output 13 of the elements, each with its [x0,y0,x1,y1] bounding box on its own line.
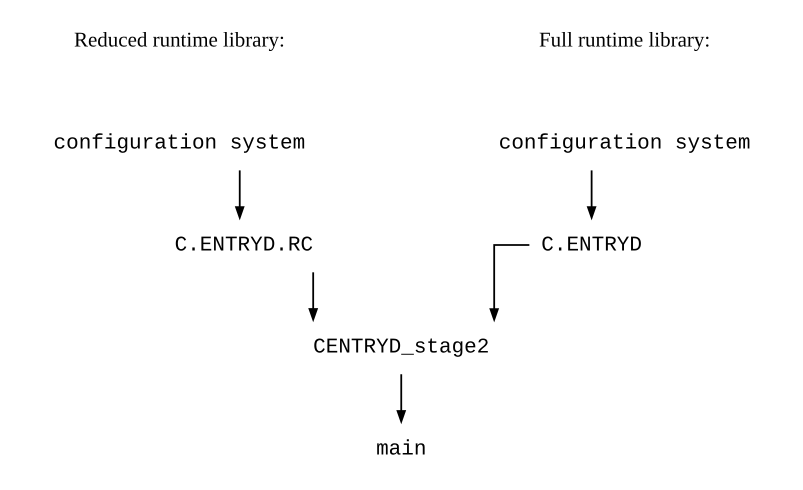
arrow [308,272,318,322]
node-text: CENTRYD_stage2 [312,336,489,360]
arrow [488,244,529,322]
arrow [234,170,244,220]
node-text: configuration system [53,132,305,156]
label: Reduced runtime library: [74,28,284,52]
node-text: C.ENTRYD.RC [174,234,313,258]
label: Full runtime library: [538,28,710,52]
arrow [586,170,596,220]
arrow [396,374,406,424]
node-text: C.ENTRYD [540,234,642,258]
node-text: configuration system [498,132,750,156]
node-text: main [376,438,426,462]
